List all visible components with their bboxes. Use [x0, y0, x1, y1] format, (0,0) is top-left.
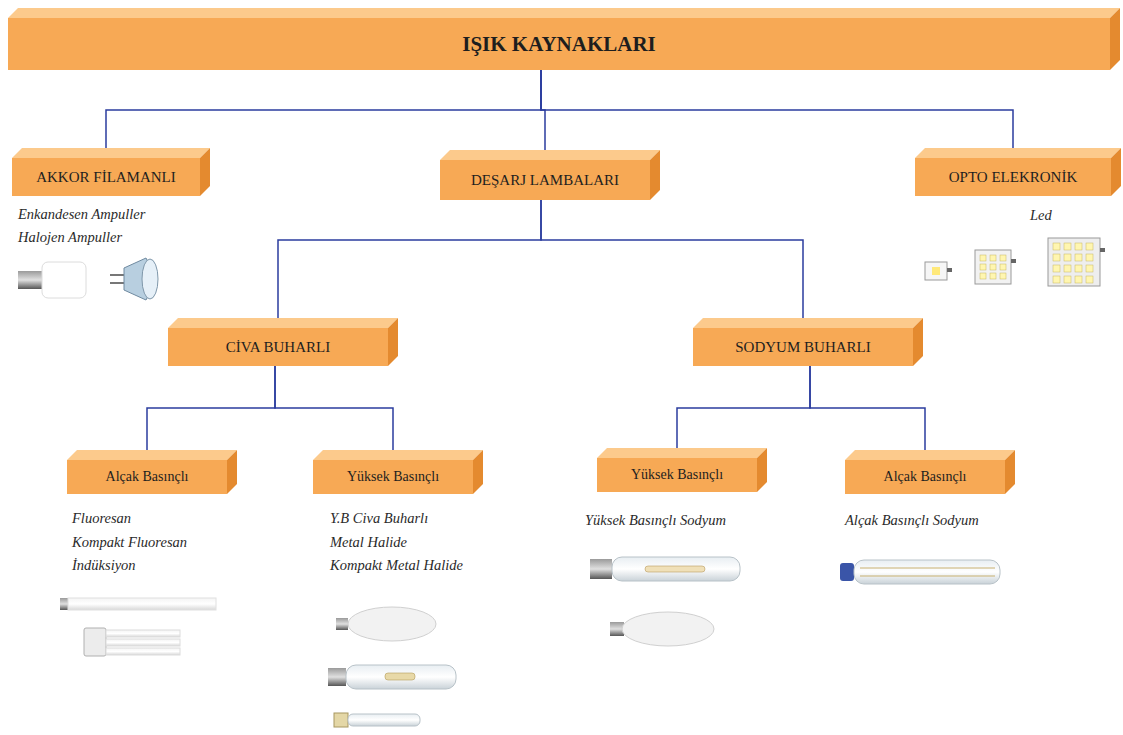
box-label: CİVA BUHARLI [226, 339, 330, 356]
low-pressure-sodium [840, 560, 1000, 584]
box-label: OPTO ELEKRONİK [949, 169, 1077, 186]
sodium-tubular-lamp [590, 557, 740, 581]
tree-connector [810, 366, 925, 450]
compact-fluorescent [84, 628, 180, 656]
lamp-type-label: Enkandesen Ampuller [18, 206, 145, 223]
sodium-ellipsoid-lamp [610, 612, 714, 646]
root-banner: IŞIK KAYNAKLARI [8, 18, 1110, 70]
category-box: CİVA BUHARLI [168, 328, 388, 366]
halogen-lamp [110, 258, 158, 300]
lamp-type-label: İndüksiyon [72, 557, 136, 574]
lamp-type-label: Yüksek Basınçlı Sodyum [585, 512, 726, 529]
pressure-box: Alçak Basınçlı [67, 460, 227, 494]
tree-connector [677, 366, 810, 448]
tree-connector [106, 70, 541, 148]
tree-connector [541, 200, 803, 318]
tree-connector [541, 70, 1013, 148]
pressure-box: Yüksek Basınçlı [313, 460, 473, 494]
lamp-type-label: Metal Halide [330, 534, 407, 551]
fluorescent-tube [60, 598, 216, 610]
tree-connector [278, 200, 541, 318]
category-box: AKKOR FİLAMANLI [12, 158, 200, 196]
box-label: Alçak Basınçlı [106, 469, 189, 485]
category-box: OPTO ELEKRONİK [915, 158, 1111, 196]
tree-connector [147, 366, 275, 450]
metal-halide-lamp [328, 665, 456, 689]
lamp-type-label: Halojen Ampuller [18, 229, 122, 246]
pressure-box: Alçak Basınçlı [845, 460, 1005, 494]
box-label: Yüksek Basınçlı [347, 469, 439, 485]
lamp-type-label: Kompakt Metal Halide [330, 557, 463, 574]
lamp-type-label: Alçak Basınçlı Sodyum [845, 512, 979, 529]
box-label: AKKOR FİLAMANLI [36, 169, 176, 186]
lamp-type-label: Fluoresan [72, 510, 131, 527]
box-label: Yüksek Basınçlı [631, 467, 723, 483]
mercury-lamp [336, 607, 436, 641]
lamp-type-label: Y.B Civa Buharlı [330, 510, 428, 527]
category-box: SODYUM BUHARLI [693, 328, 913, 366]
led-modules [925, 238, 1105, 286]
box-label: IŞIK KAYNAKLARI [462, 32, 656, 57]
tree-connector [275, 366, 393, 450]
category-box: DEŞARJ LAMBALARI [440, 160, 650, 200]
box-label: SODYUM BUHARLI [735, 339, 870, 356]
box-label: DEŞARJ LAMBALARI [471, 172, 619, 189]
box-label: Alçak Basınçlı [884, 469, 967, 485]
compact-metal-halide [334, 713, 420, 727]
lamp-type-label: Kompakt Fluoresan [72, 534, 187, 551]
lamp-type-label: Led [1030, 207, 1052, 224]
pressure-box: Yüksek Basınçlı [597, 458, 757, 492]
incandescent-lamp [18, 262, 86, 298]
